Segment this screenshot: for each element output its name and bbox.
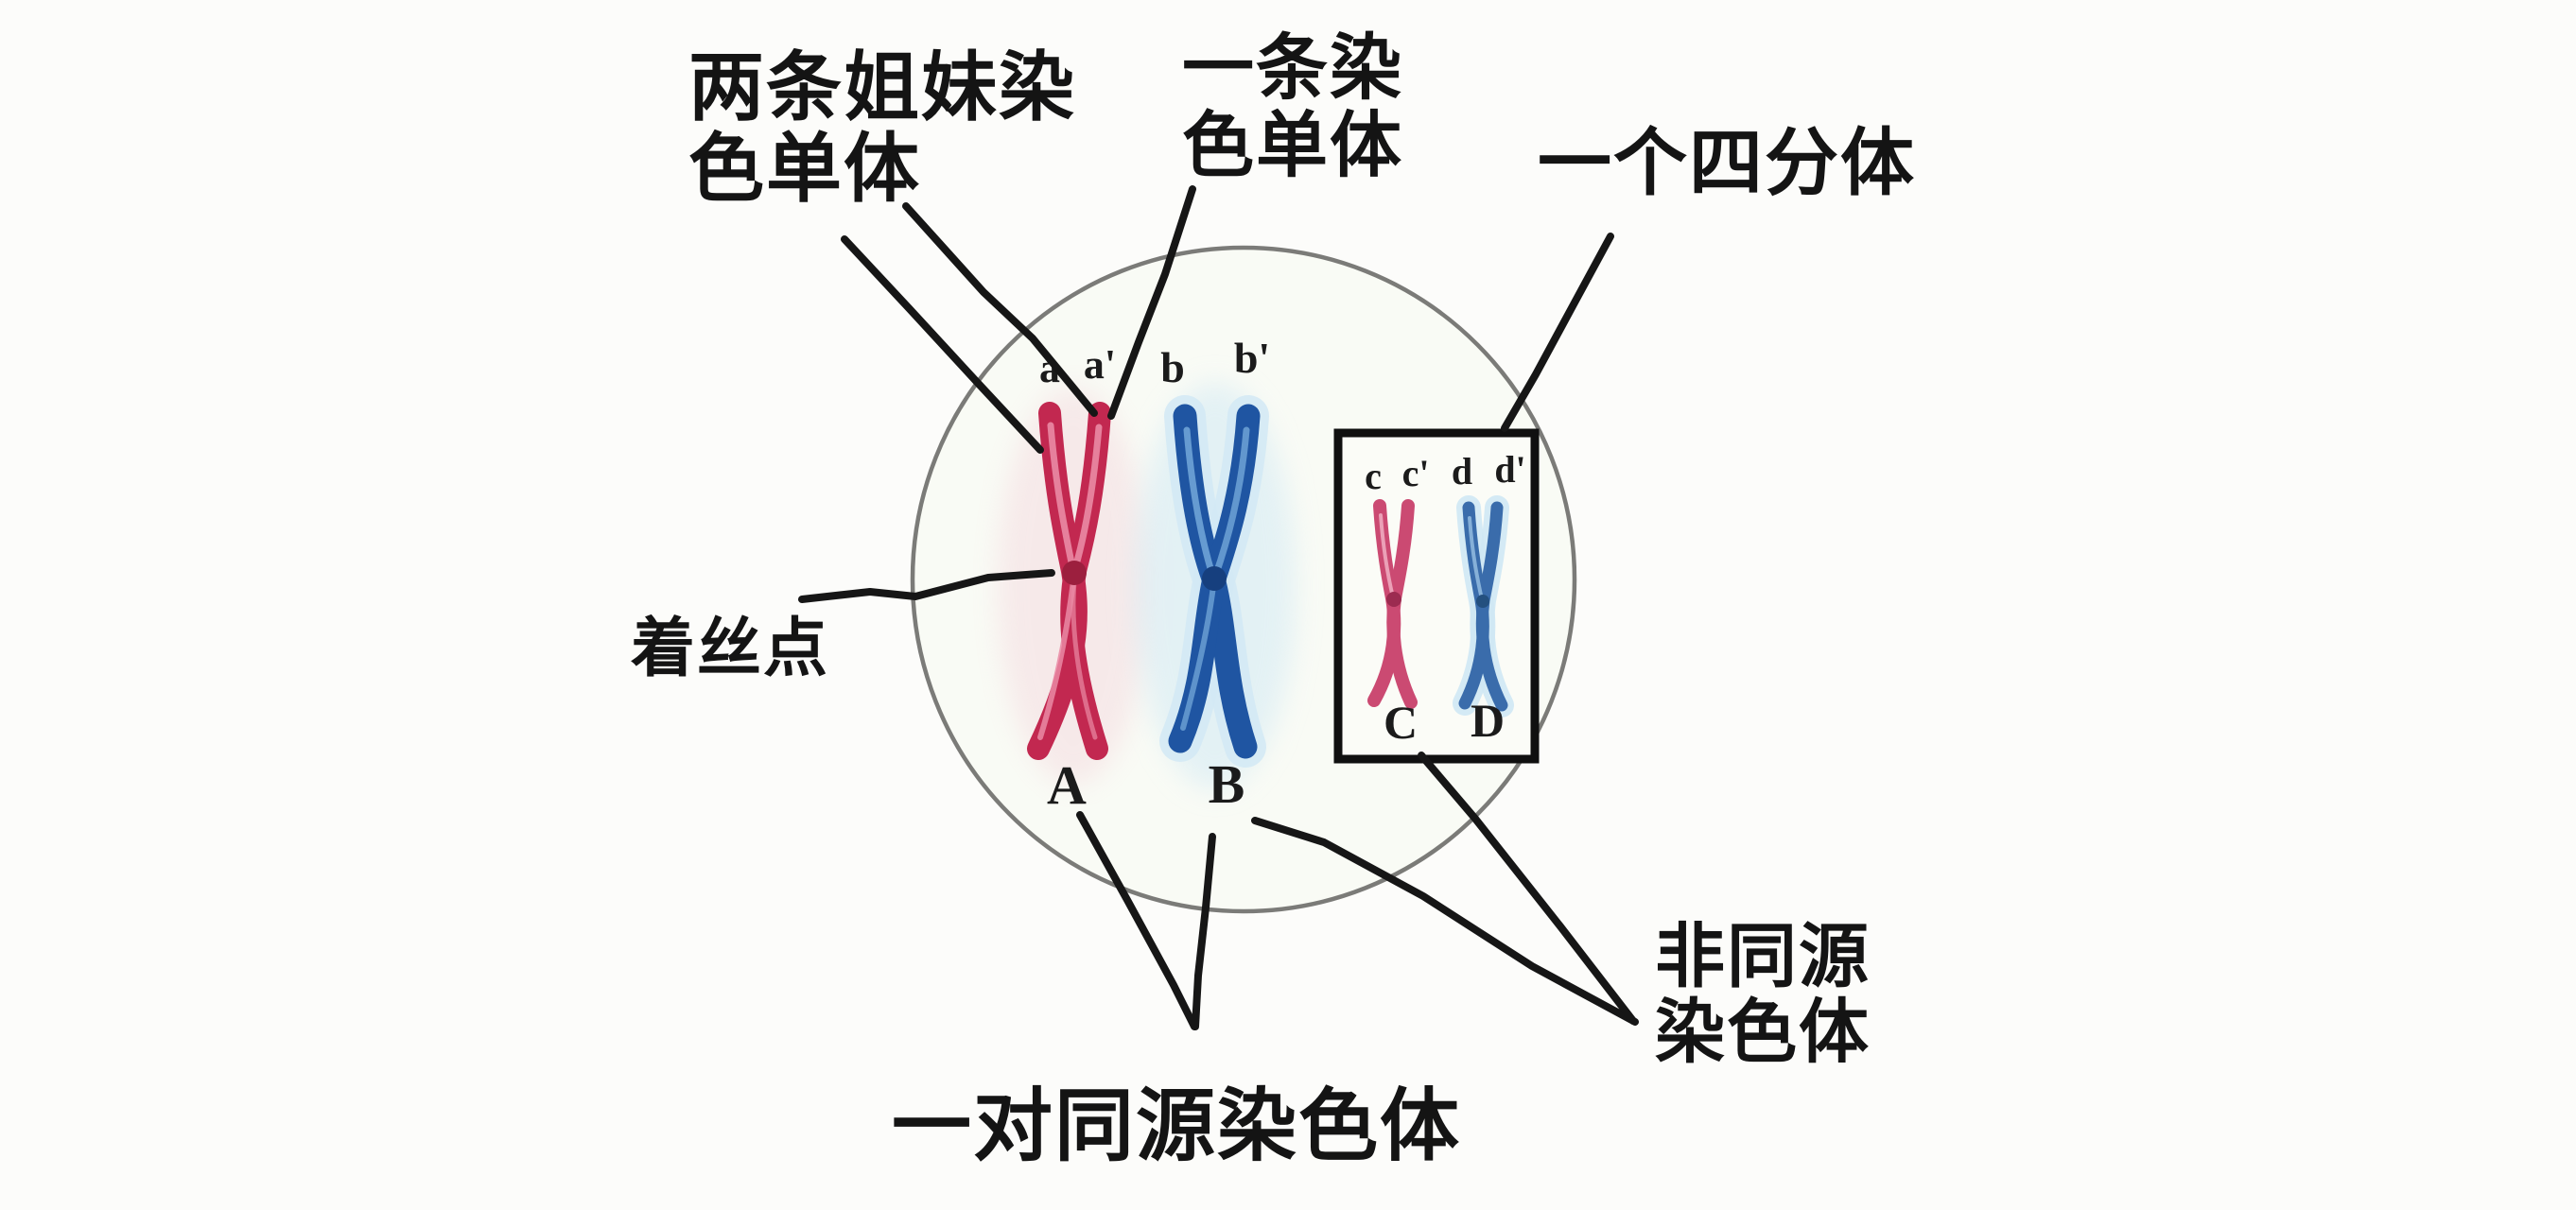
chromosome-D-centromere (1476, 595, 1489, 608)
label-nonhomologous-line2: 染色体 (1655, 992, 1871, 1071)
label-centromere: 着丝点 (631, 613, 830, 684)
chromosome-B-highlight-1 (1183, 426, 1216, 579)
letter-c-prime: c' (1402, 452, 1430, 494)
letter-d: d (1452, 450, 1472, 493)
chromosome-A-centromere (1062, 561, 1087, 585)
letter-b: b (1160, 343, 1185, 391)
chromosome-C-pink (1367, 499, 1418, 709)
label-nonhomologous-line1: 非同源 (1655, 917, 1871, 995)
pointer-nonhomologous-long (1251, 817, 1639, 1026)
letter-D: D (1471, 694, 1505, 747)
pointer-sister-chromatid-2 (841, 235, 1044, 454)
letter-a-prime: a' (1084, 341, 1116, 388)
chromosome-A-red (1027, 402, 1111, 760)
letter-d-prime: d' (1494, 448, 1525, 491)
pointer-centromere (798, 569, 1055, 603)
letter-c: c (1365, 455, 1382, 497)
pointer-lines (798, 185, 1639, 1030)
label-one-chromatid: 一条染色单体 (1182, 28, 1403, 187)
letter-b-prime: b' (1234, 334, 1270, 382)
letter-B: B (1209, 753, 1245, 815)
label-nonhomologous: 非同源染色体 (1655, 919, 1871, 1070)
chromosome-D-highlight (1468, 516, 1484, 601)
letter-C: C (1384, 696, 1418, 749)
pointer-one-chromatid (1107, 185, 1196, 420)
chromosome-D-blue (1453, 495, 1514, 717)
label-tetrad: 一个四分体 (1538, 121, 1917, 204)
pointer-tetrad (1501, 233, 1614, 432)
chromosome-A-highlight-1 (1047, 422, 1076, 571)
pointer-nonhomologous-short (1418, 752, 1637, 1025)
chromosome-A-highlight-4 (1070, 579, 1098, 740)
pointer-sister-chromatid-1 (902, 202, 1098, 417)
chromosome-B-highlight-3 (1180, 583, 1216, 731)
label-one-chromatid-line2: 色单体 (1182, 106, 1403, 187)
letter-A: A (1047, 754, 1087, 816)
chromosome-B-highlight-2 (1211, 426, 1250, 580)
chromosome-B-centromere (1202, 566, 1227, 591)
chromosome-A-highlight-2 (1071, 424, 1103, 572)
label-one-chromatid-line1: 一条染 (1182, 28, 1403, 109)
label-sister-chromatids: 两条姐妹染色单体 (688, 45, 1076, 212)
chromosome-C-centromere (1386, 592, 1401, 607)
chromosome-B-blue (1159, 395, 1269, 768)
pointer-homologous-left (1076, 811, 1198, 1030)
label-homologous-pair: 一对同源染色体 (892, 1081, 1462, 1170)
label-sister-chromatids-line2: 色单体 (688, 127, 921, 212)
label-sister-chromatids-line1: 两条姐妹染 (688, 45, 1076, 130)
pointer-homologous-right (1192, 833, 1216, 1030)
